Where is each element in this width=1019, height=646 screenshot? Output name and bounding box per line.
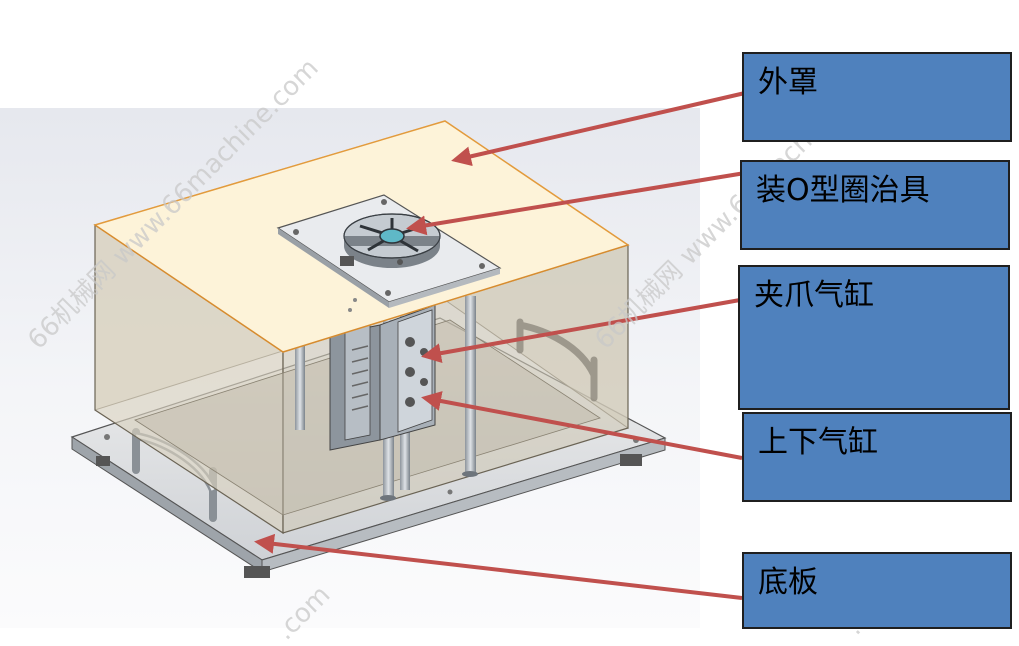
label-oring-fixture: 装O型圈治具 bbox=[740, 160, 1010, 250]
arrow-base-plate bbox=[254, 533, 743, 600]
oring-fixture bbox=[340, 213, 441, 268]
callout-arrows bbox=[254, 91, 746, 600]
handle-inner-right bbox=[516, 318, 598, 402]
arrow-cover bbox=[451, 91, 746, 167]
arrow-fixture bbox=[406, 171, 746, 236]
label-lift-cylinder: 上下气缸 bbox=[742, 412, 1012, 502]
label-base-plate: 底板 bbox=[742, 552, 1012, 629]
label-cover: 外罩 bbox=[742, 52, 1012, 142]
arrow-clamp-cylinder bbox=[421, 298, 741, 364]
arrow-lift-cylinder bbox=[421, 391, 743, 460]
cylinder-stack bbox=[329, 304, 436, 451]
machine-illustration bbox=[70, 91, 746, 600]
label-clamp-cylinder: 夹爪气缸 bbox=[738, 265, 1010, 410]
